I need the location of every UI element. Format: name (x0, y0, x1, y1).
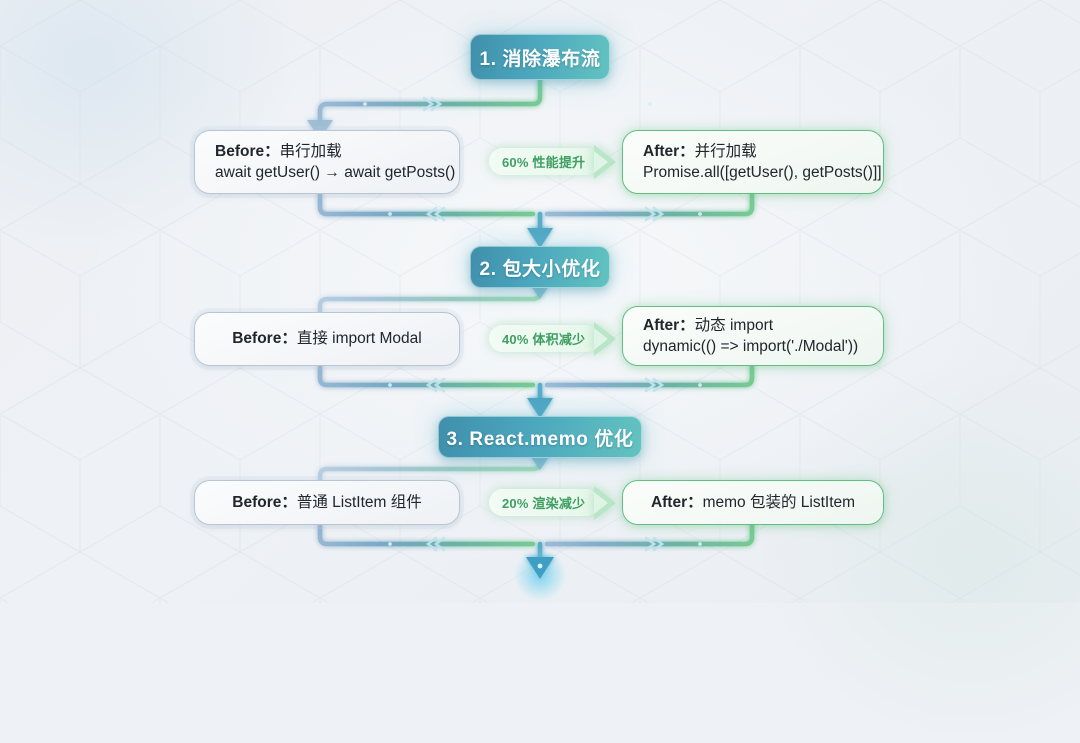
before-card-3-line1: Before：普通 ListItem 组件 (232, 493, 422, 511)
before-card-1[interactable]: Before：串行加载 await getUser() → await getP… (194, 130, 460, 194)
metric-chip-3: 20% 渲染减少 (489, 489, 601, 516)
metric-chip-2-label: 40% 体积减少 (502, 332, 586, 347)
metric-chip-2: 40% 体积减少 (489, 325, 601, 352)
after-card-2-line1: After：动态 import (643, 316, 774, 334)
before-card-1-line1: Before：串行加载 (215, 142, 342, 160)
after-card-1-line2: Promise.all([getUser(), getPosts()]] (643, 164, 882, 181)
after-card-3-line1: After：memo 包装的 ListItem (650, 493, 856, 511)
stage-badge-2-label: 2. 包大小优化 (479, 258, 601, 280)
metric-arrow-3-icon (594, 486, 616, 520)
before-card-3[interactable]: Before：普通 ListItem 组件 (194, 480, 460, 525)
metric-chip-1-label: 60% 性能提升 (502, 155, 586, 170)
stage-badge-3-label: 3. React.memo 优化 (446, 428, 634, 450)
after-card-2[interactable]: After：动态 import dynamic(() => import('./… (622, 306, 884, 366)
metric-chip-3-label: 20% 渲染减少 (502, 496, 586, 511)
stage-badge-1-label: 1. 消除瀑布流 (479, 48, 601, 70)
after-card-2-line2: dynamic(() => import('./Modal')) (643, 338, 859, 355)
metric-arrow-1-icon (594, 145, 616, 179)
metric-arrow-2-icon (594, 322, 616, 356)
metric-chip-1: 60% 性能提升 (489, 148, 601, 175)
background-glow-bottom-right (760, 363, 1080, 743)
stage-badge-2[interactable]: 2. 包大小优化 (470, 246, 610, 288)
before-card-2[interactable]: Before：直接 import Modal (194, 312, 460, 366)
after-card-1[interactable]: After：并行加载 Promise.all([getUser(), getPo… (622, 130, 884, 194)
stage-badge-3[interactable]: 3. React.memo 优化 (438, 416, 642, 458)
background-glow-top-left (0, 0, 300, 250)
after-card-3[interactable]: After：memo 包装的 ListItem (622, 480, 884, 525)
before-card-1-line2: await getUser() → await getPosts() (215, 164, 456, 181)
after-card-1-line1: After：并行加载 (643, 142, 757, 160)
before-card-2-line1: Before：直接 import Modal (232, 330, 422, 348)
stage-badge-1[interactable]: 1. 消除瀑布流 (470, 34, 610, 80)
